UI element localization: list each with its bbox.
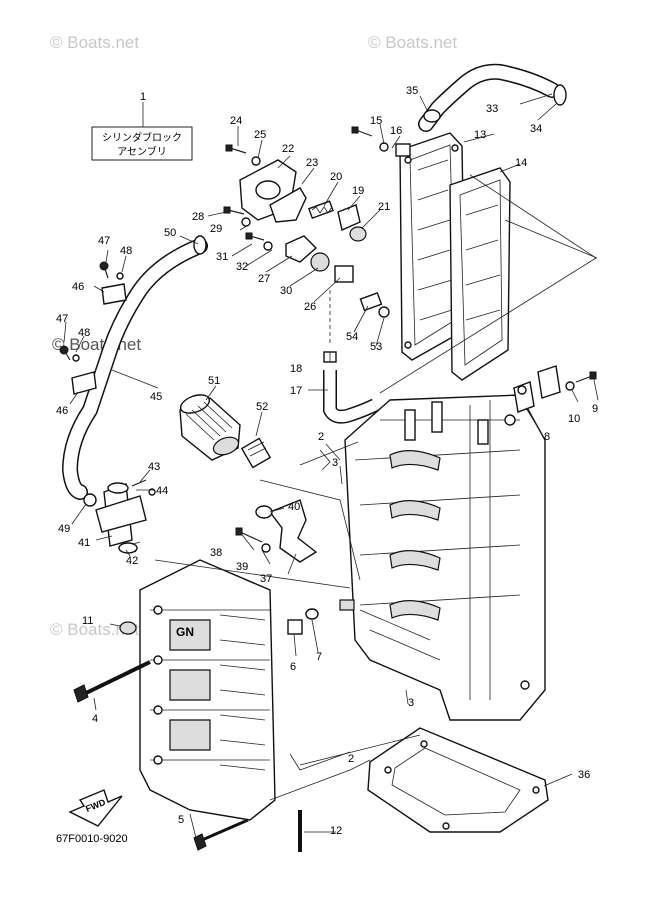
callout: 38 [210, 547, 222, 559]
callout: 33 [486, 103, 498, 115]
callout: 44 [156, 485, 168, 497]
callout: 54 [346, 331, 358, 343]
bracket-37 [235, 499, 318, 563]
callout: 16 [390, 125, 402, 137]
callout: 25 [254, 129, 266, 141]
assembly-lines [154, 441, 421, 801]
callout: 34 [530, 123, 542, 135]
callout: 42 [126, 555, 138, 567]
callout: 21 [378, 201, 390, 213]
callout: 3 [408, 697, 414, 709]
bolt-4 [73, 660, 151, 703]
callout: 41 [78, 537, 90, 549]
watermark: © Boats.net [50, 33, 139, 52]
callout: 50 [164, 227, 176, 239]
callout: 1 [140, 91, 146, 103]
diagram-code: 67F0010-9020 [56, 833, 128, 845]
callout: 23 [306, 157, 318, 169]
callout: 46 [72, 281, 84, 293]
callout: 51 [208, 375, 220, 387]
drain-6-7 [287, 599, 355, 635]
callout: 14 [515, 157, 527, 169]
callout: 6 [290, 661, 296, 673]
callout: 26 [304, 301, 316, 313]
cylinder-block [344, 394, 546, 721]
watermark: © Boats.net [368, 33, 457, 52]
callout: 40 [288, 501, 300, 513]
callout: 8 [544, 431, 550, 443]
callout: 35 [406, 85, 418, 97]
callout: 17 [290, 385, 302, 397]
callout: 52 [256, 401, 268, 413]
callout: 13 [474, 129, 486, 141]
gasket-14 [449, 167, 511, 381]
callout: 12 [330, 825, 342, 837]
callout: 48 [78, 327, 90, 339]
callout: 47 [98, 235, 110, 247]
svg-text:GN: GN [176, 625, 194, 639]
callout: 31 [216, 251, 228, 263]
callout: 43 [148, 461, 160, 473]
callout: 36 [578, 769, 590, 781]
thermostat-group [239, 159, 367, 283]
callout: 9 [592, 403, 598, 415]
callout: 24 [230, 115, 242, 127]
callout: 45 [150, 391, 162, 403]
gasket-36 [367, 727, 549, 833]
fwd-arrow: FWD [68, 789, 123, 827]
callout: 10 [568, 413, 580, 425]
callout: 27 [258, 273, 270, 285]
hose-50 [61, 235, 208, 500]
callout: 48 [120, 245, 132, 257]
callout: 3 [332, 457, 338, 469]
callout: 46 [56, 405, 68, 417]
callout: 47 [56, 313, 68, 325]
plug-11 [119, 621, 137, 635]
hose-clips [59, 261, 127, 395]
callout: 28 [192, 211, 204, 223]
label-box: シリンダブロック アセンブリ [91, 102, 193, 161]
hose-17 [323, 351, 379, 424]
callout: 32 [236, 261, 248, 273]
callout: 37 [260, 573, 272, 585]
leader-lines [63, 93, 599, 839]
oil-filter-51 [179, 394, 241, 461]
reference-lines [329, 174, 598, 394]
crankcase-cover: GN [139, 559, 276, 821]
callout: 11 [82, 615, 93, 627]
callout: 53 [370, 341, 382, 353]
bolt-5 [193, 818, 249, 851]
callout: 39 [236, 561, 248, 573]
callout: 29 [210, 223, 222, 235]
callout: 49 [58, 523, 70, 535]
hose-33 [418, 63, 567, 132]
label-box-line2: アセンブリ [117, 145, 167, 158]
callouts: 1 2 2 3 3 4 5 6 7 8 9 10 11 12 13 14 15 … [56, 85, 598, 837]
callout: 4 [92, 713, 98, 725]
anode-8 [513, 365, 597, 413]
callout: 30 [280, 285, 292, 297]
callout: 15 [370, 115, 382, 127]
callout: 22 [282, 143, 294, 155]
callout: 18 [290, 363, 302, 375]
fittings-53-54 [359, 292, 390, 318]
union-52 [240, 437, 272, 469]
watermark: © Boats.net [50, 620, 139, 639]
joint-41 [83, 479, 156, 554]
callout: 2 [348, 753, 354, 765]
callout: 20 [330, 171, 342, 183]
label-box-line1: シリンダブロック [102, 131, 182, 144]
callout: 2 [318, 431, 324, 443]
callout: 19 [352, 185, 364, 197]
cover-13 [399, 132, 466, 361]
callout: 7 [316, 651, 322, 663]
callout: 5 [178, 814, 184, 826]
